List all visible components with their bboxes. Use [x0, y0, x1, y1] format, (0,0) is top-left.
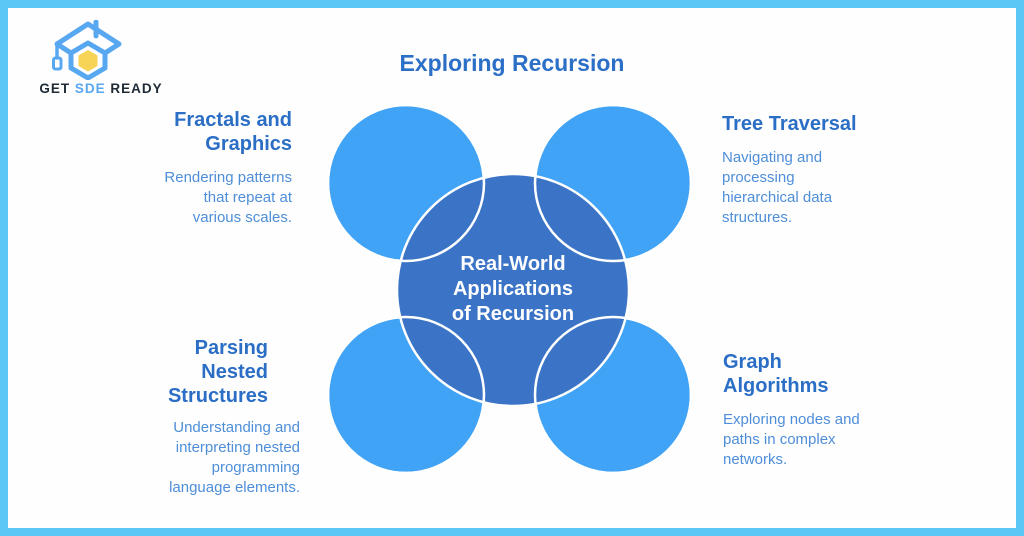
circle-tree-traversal-outline [533, 103, 693, 263]
brand-name: GET SDE READY [28, 81, 174, 96]
brand-word-get: GET [39, 81, 71, 96]
center-label-line: of Recursion [451, 303, 575, 325]
section-body: Understanding and interpreting nested pr… [110, 418, 300, 498]
body-line: structures. [722, 209, 793, 226]
circle-parsing-outline [326, 315, 486, 475]
heading-line: Tree Traversal [722, 113, 857, 135]
section-body: Exploring nodes and paths in complex net… [723, 410, 893, 470]
heading-line: Fractals and [174, 109, 292, 131]
satellite-circle-outlines [326, 103, 693, 475]
heading-line: Graphics [205, 133, 292, 155]
section-body: Rendering patterns that repeat at variou… [112, 168, 292, 228]
graduation-cap-icon [52, 20, 122, 80]
body-line: hierarchical data [722, 189, 833, 206]
center-label: Real-World Applications of Recursion [433, 252, 593, 327]
circle-fractals-outline [326, 103, 486, 263]
body-line: that repeat at [203, 189, 292, 206]
section-parsing-nested-structures: Parsing Nested Structures Understanding … [110, 336, 300, 498]
heading-line: Graph [723, 351, 782, 373]
heading-line: Nested [201, 361, 268, 383]
heading-line: Parsing [194, 337, 268, 359]
body-line: networks. [723, 451, 788, 468]
center-circle [395, 172, 631, 408]
brand-logo: GET SDE READY [39, 20, 162, 96]
section-tree-traversal: Tree Traversal Navigating and processing… [722, 112, 892, 228]
section-fractals-and-graphics: Fractals and Graphics Rendering patterns… [112, 108, 292, 228]
section-body: Navigating and processing hierarchical d… [722, 148, 892, 228]
section-heading: Fractals and Graphics [112, 108, 292, 156]
section-heading: Graph Algorithms [723, 350, 893, 398]
section-heading: Tree Traversal [722, 112, 892, 136]
body-line: interpreting nested [175, 439, 300, 456]
body-line: processing [722, 169, 795, 186]
brand-word-sde: SDE [74, 81, 106, 96]
center-label-line: Real-World [460, 253, 566, 275]
page-title: Exploring Recursion [399, 50, 625, 76]
section-graph-algorithms: Graph Algorithms Exploring nodes and pat… [723, 350, 893, 470]
section-heading: Parsing Nested Structures [110, 336, 300, 408]
body-line: paths in complex [723, 431, 836, 448]
circle-graph-outline [533, 315, 693, 475]
body-line: Navigating and [722, 149, 823, 166]
body-line: Exploring nodes and [723, 411, 860, 428]
brand-word-ready: READY [110, 81, 163, 96]
body-line: various scales. [192, 209, 292, 226]
body-line: Understanding and [173, 419, 300, 436]
body-line: Rendering patterns [164, 169, 292, 186]
body-line: programming [211, 459, 300, 476]
body-line: language elements. [169, 479, 300, 496]
heading-line: Algorithms [723, 375, 829, 397]
center-label-line: Applications [452, 278, 573, 300]
heading-line: Structures [167, 385, 268, 407]
